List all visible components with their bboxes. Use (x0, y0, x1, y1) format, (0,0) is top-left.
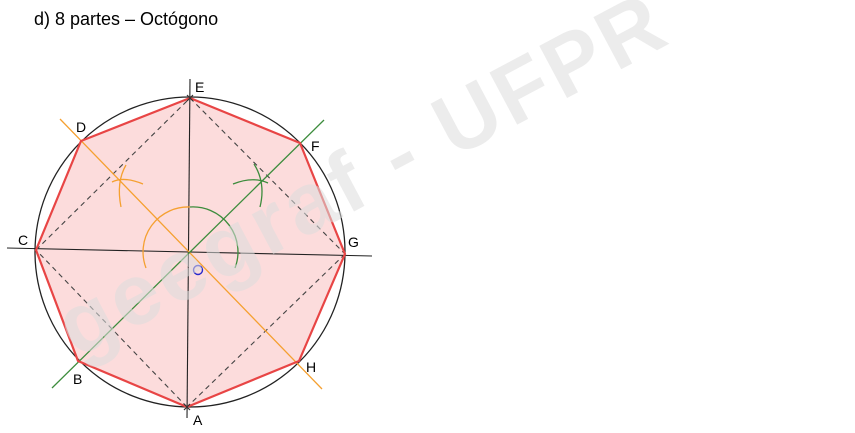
label-g: G (348, 234, 359, 250)
label-h: H (306, 359, 316, 375)
green-center-arc (189, 206, 239, 269)
label-d: D (76, 119, 86, 135)
label-c: C (18, 232, 28, 248)
orange-bisector-line (59, 118, 323, 390)
label-e: E (195, 79, 204, 95)
label-b: B (73, 371, 82, 387)
green-arc-2 (253, 163, 263, 208)
page-title: d) 8 partes – Octógono (34, 9, 219, 29)
orange-center-arc (142, 206, 191, 269)
vertex-markers (183, 94, 194, 411)
green-bisector-line (51, 119, 325, 389)
vertical-diameter (186, 78, 191, 419)
label-f: F (311, 138, 320, 154)
label-a: A (193, 412, 203, 428)
center-point-o (192, 264, 204, 276)
orange-arc-1 (111, 178, 144, 185)
orange-arc-2 (118, 164, 127, 208)
green-arc-1 (232, 179, 269, 185)
